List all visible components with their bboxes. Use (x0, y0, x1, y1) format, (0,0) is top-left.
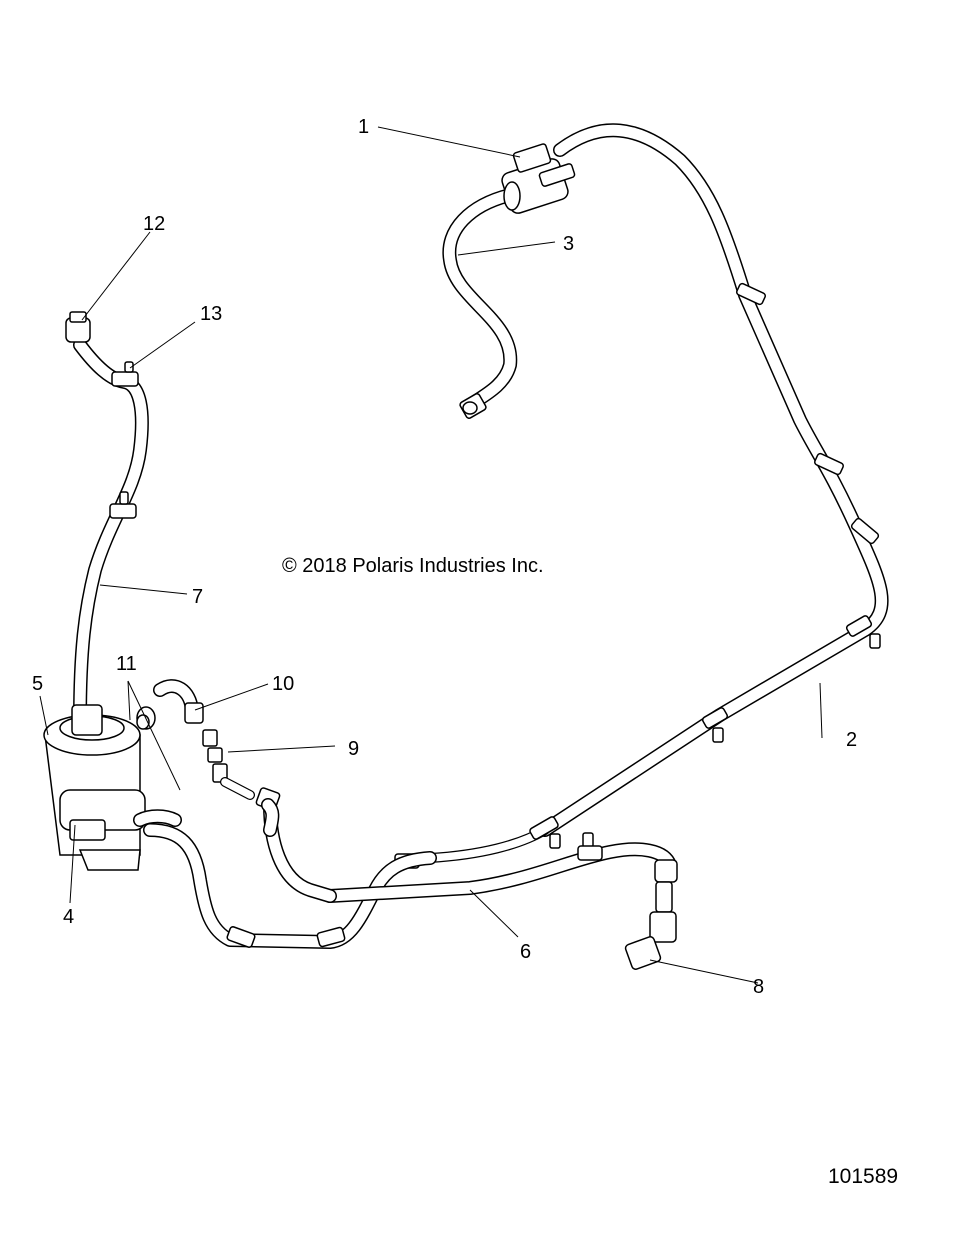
hose-3 (442, 188, 518, 412)
hose-3-end-fitting (459, 393, 487, 419)
leader-2 (819, 682, 823, 739)
callout-4: 4 (63, 906, 74, 928)
fitting-8 (624, 859, 678, 970)
callout-1: 1 (358, 116, 369, 138)
callout-2: 2 (846, 729, 857, 751)
valve-1 (501, 143, 576, 214)
hose-2 (395, 123, 889, 867)
callout-13: 13 (200, 303, 222, 325)
stud-bolts (549, 633, 881, 849)
callout-12: 12 (143, 213, 165, 235)
callout-8: 8 (753, 976, 764, 998)
fitting-10 (153, 679, 204, 724)
fitting-9 (202, 729, 281, 837)
leader-lines (39, 126, 823, 984)
callout-11: 11 (116, 653, 137, 675)
callout-3: 3 (563, 233, 574, 255)
callout-6: 6 (520, 941, 531, 963)
figure-id: 101589 (828, 1165, 898, 1188)
callout-9: 9 (348, 738, 359, 760)
hose-6-clamps (226, 845, 603, 948)
copyright-notice: © 2018 Polaris Industries Inc. (282, 555, 544, 577)
callout-10: 10 (272, 673, 294, 695)
hose-6 (143, 798, 677, 949)
hose-2-clamps (394, 282, 880, 869)
canister (43, 704, 182, 871)
callout-labels: 1 2 3 4 5 6 7 8 9 10 11 12 13 (32, 116, 857, 998)
callout-5: 5 (32, 673, 43, 695)
callout-7: 7 (192, 586, 203, 608)
